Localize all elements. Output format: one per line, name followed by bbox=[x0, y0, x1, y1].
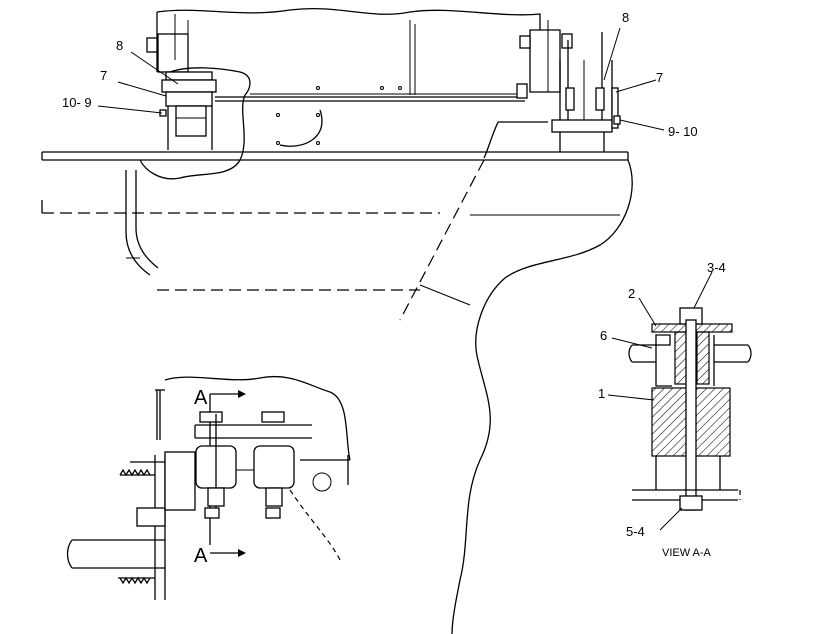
section-marker-bottom: A bbox=[194, 545, 208, 567]
callout-5-4: 5-4 bbox=[626, 524, 645, 539]
callout-2: 2 bbox=[628, 286, 635, 301]
section-marker-top: A bbox=[194, 387, 208, 409]
top-assembly bbox=[41, 7, 665, 634]
callout-7-left: 7 bbox=[100, 68, 107, 83]
callout-3-4: 3-4 bbox=[707, 260, 726, 275]
callout-8-left: 8 bbox=[116, 38, 123, 53]
view-a-a bbox=[607, 271, 752, 531]
view-title: VIEW A-A bbox=[662, 547, 712, 559]
callout-10-9: 10- 9 bbox=[62, 95, 92, 110]
section-detail bbox=[66, 376, 351, 600]
callout-8-right: 8 bbox=[622, 10, 629, 25]
callout-9-10: 9- 10 bbox=[668, 124, 698, 139]
callout-1: 1 bbox=[598, 386, 605, 401]
callout-6: 6 bbox=[600, 328, 607, 343]
callout-7-right: 7 bbox=[656, 70, 663, 85]
